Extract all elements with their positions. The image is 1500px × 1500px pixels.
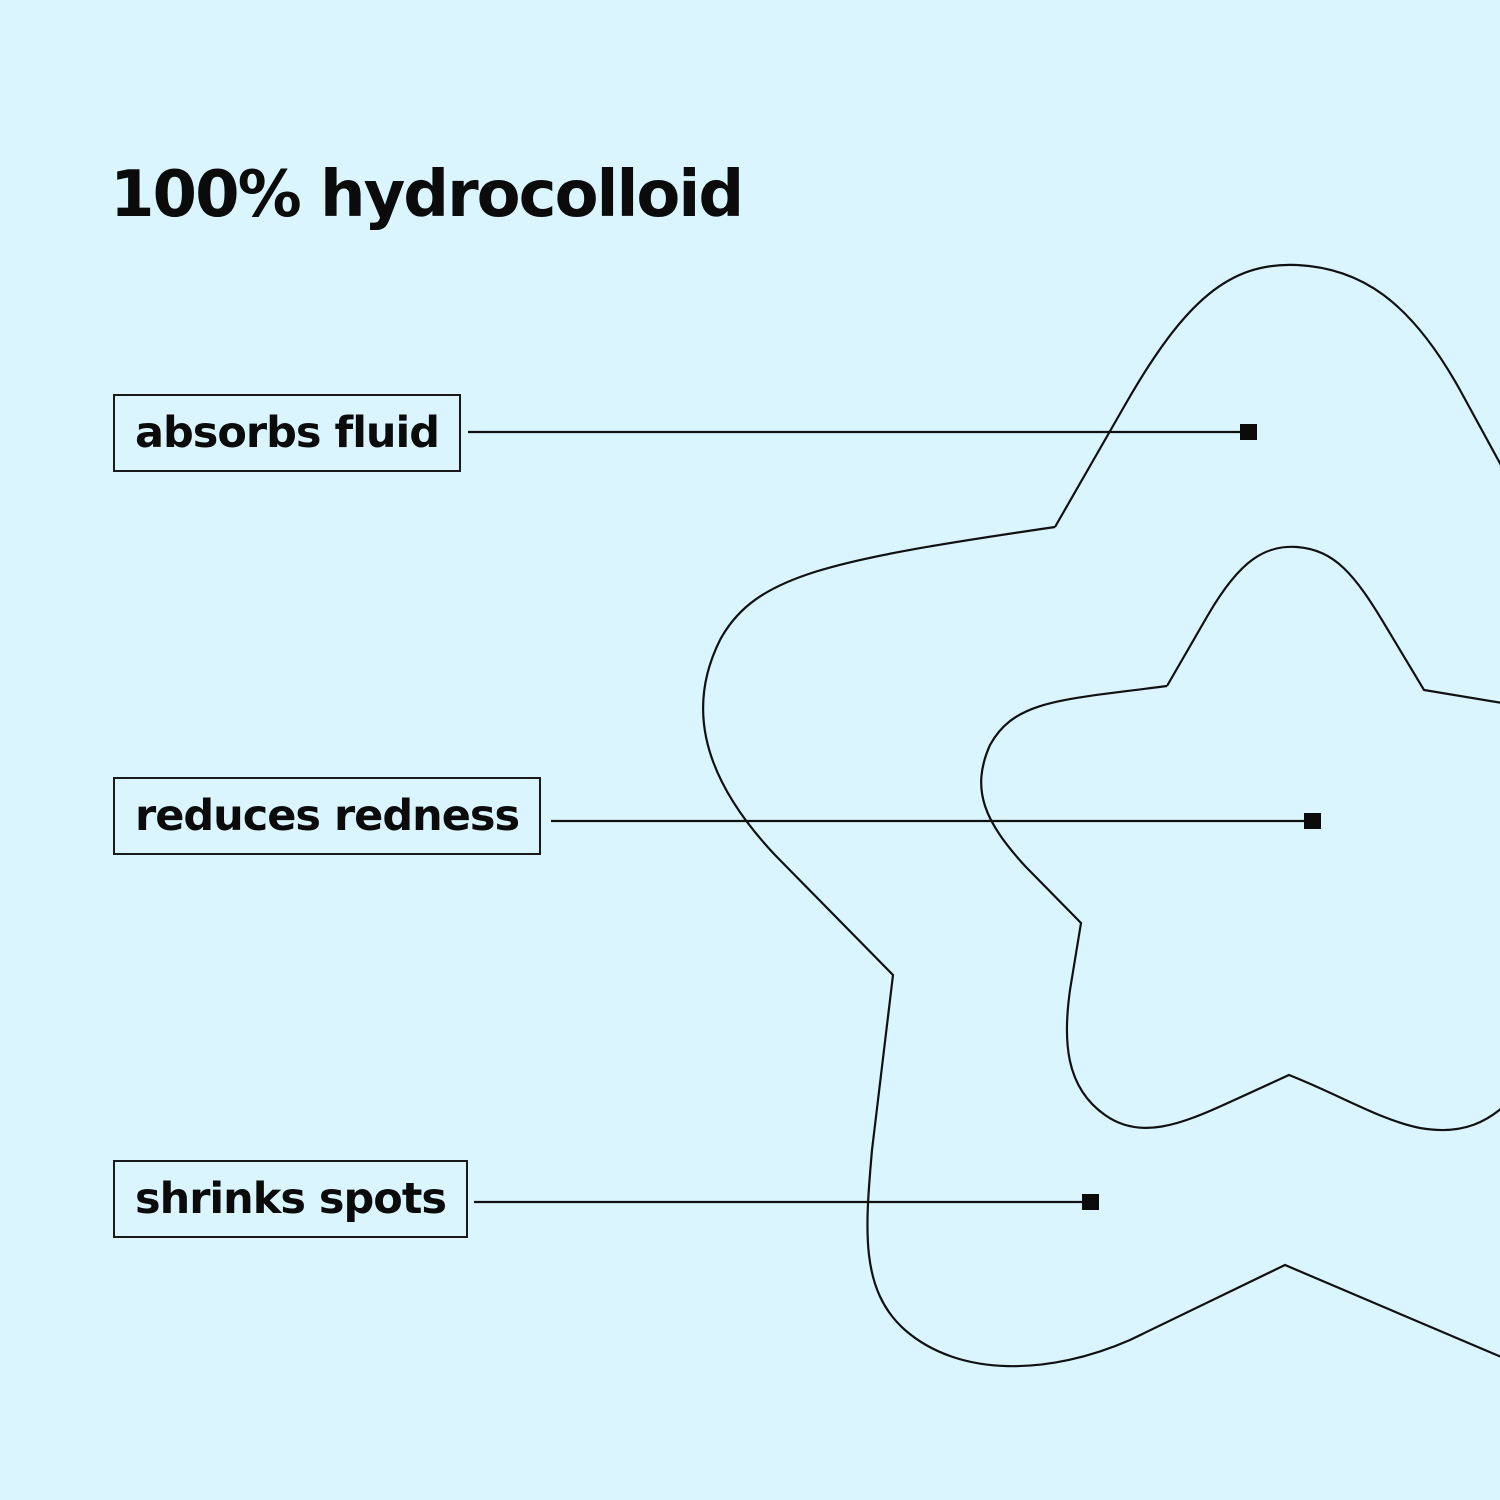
callout-label: reduces redness <box>135 791 520 841</box>
connector-marker-absorbs-fluid <box>1240 424 1257 440</box>
page-title: 100% hydrocolloid <box>110 158 744 232</box>
callout-absorbs-fluid: absorbs fluid <box>113 394 462 472</box>
connector-marker-reduces-redness <box>1304 813 1321 829</box>
outer-star-outline <box>702 263 1500 1368</box>
connector-marker-shrinks-spots <box>1082 1194 1099 1210</box>
callout-reduces-redness: reduces redness <box>113 777 542 855</box>
callout-label: shrinks spots <box>135 1174 447 1224</box>
callout-shrinks-spots: shrinks spots <box>113 1160 468 1238</box>
inner-star-outline <box>980 545 1500 1132</box>
callout-label: absorbs fluid <box>135 408 440 458</box>
